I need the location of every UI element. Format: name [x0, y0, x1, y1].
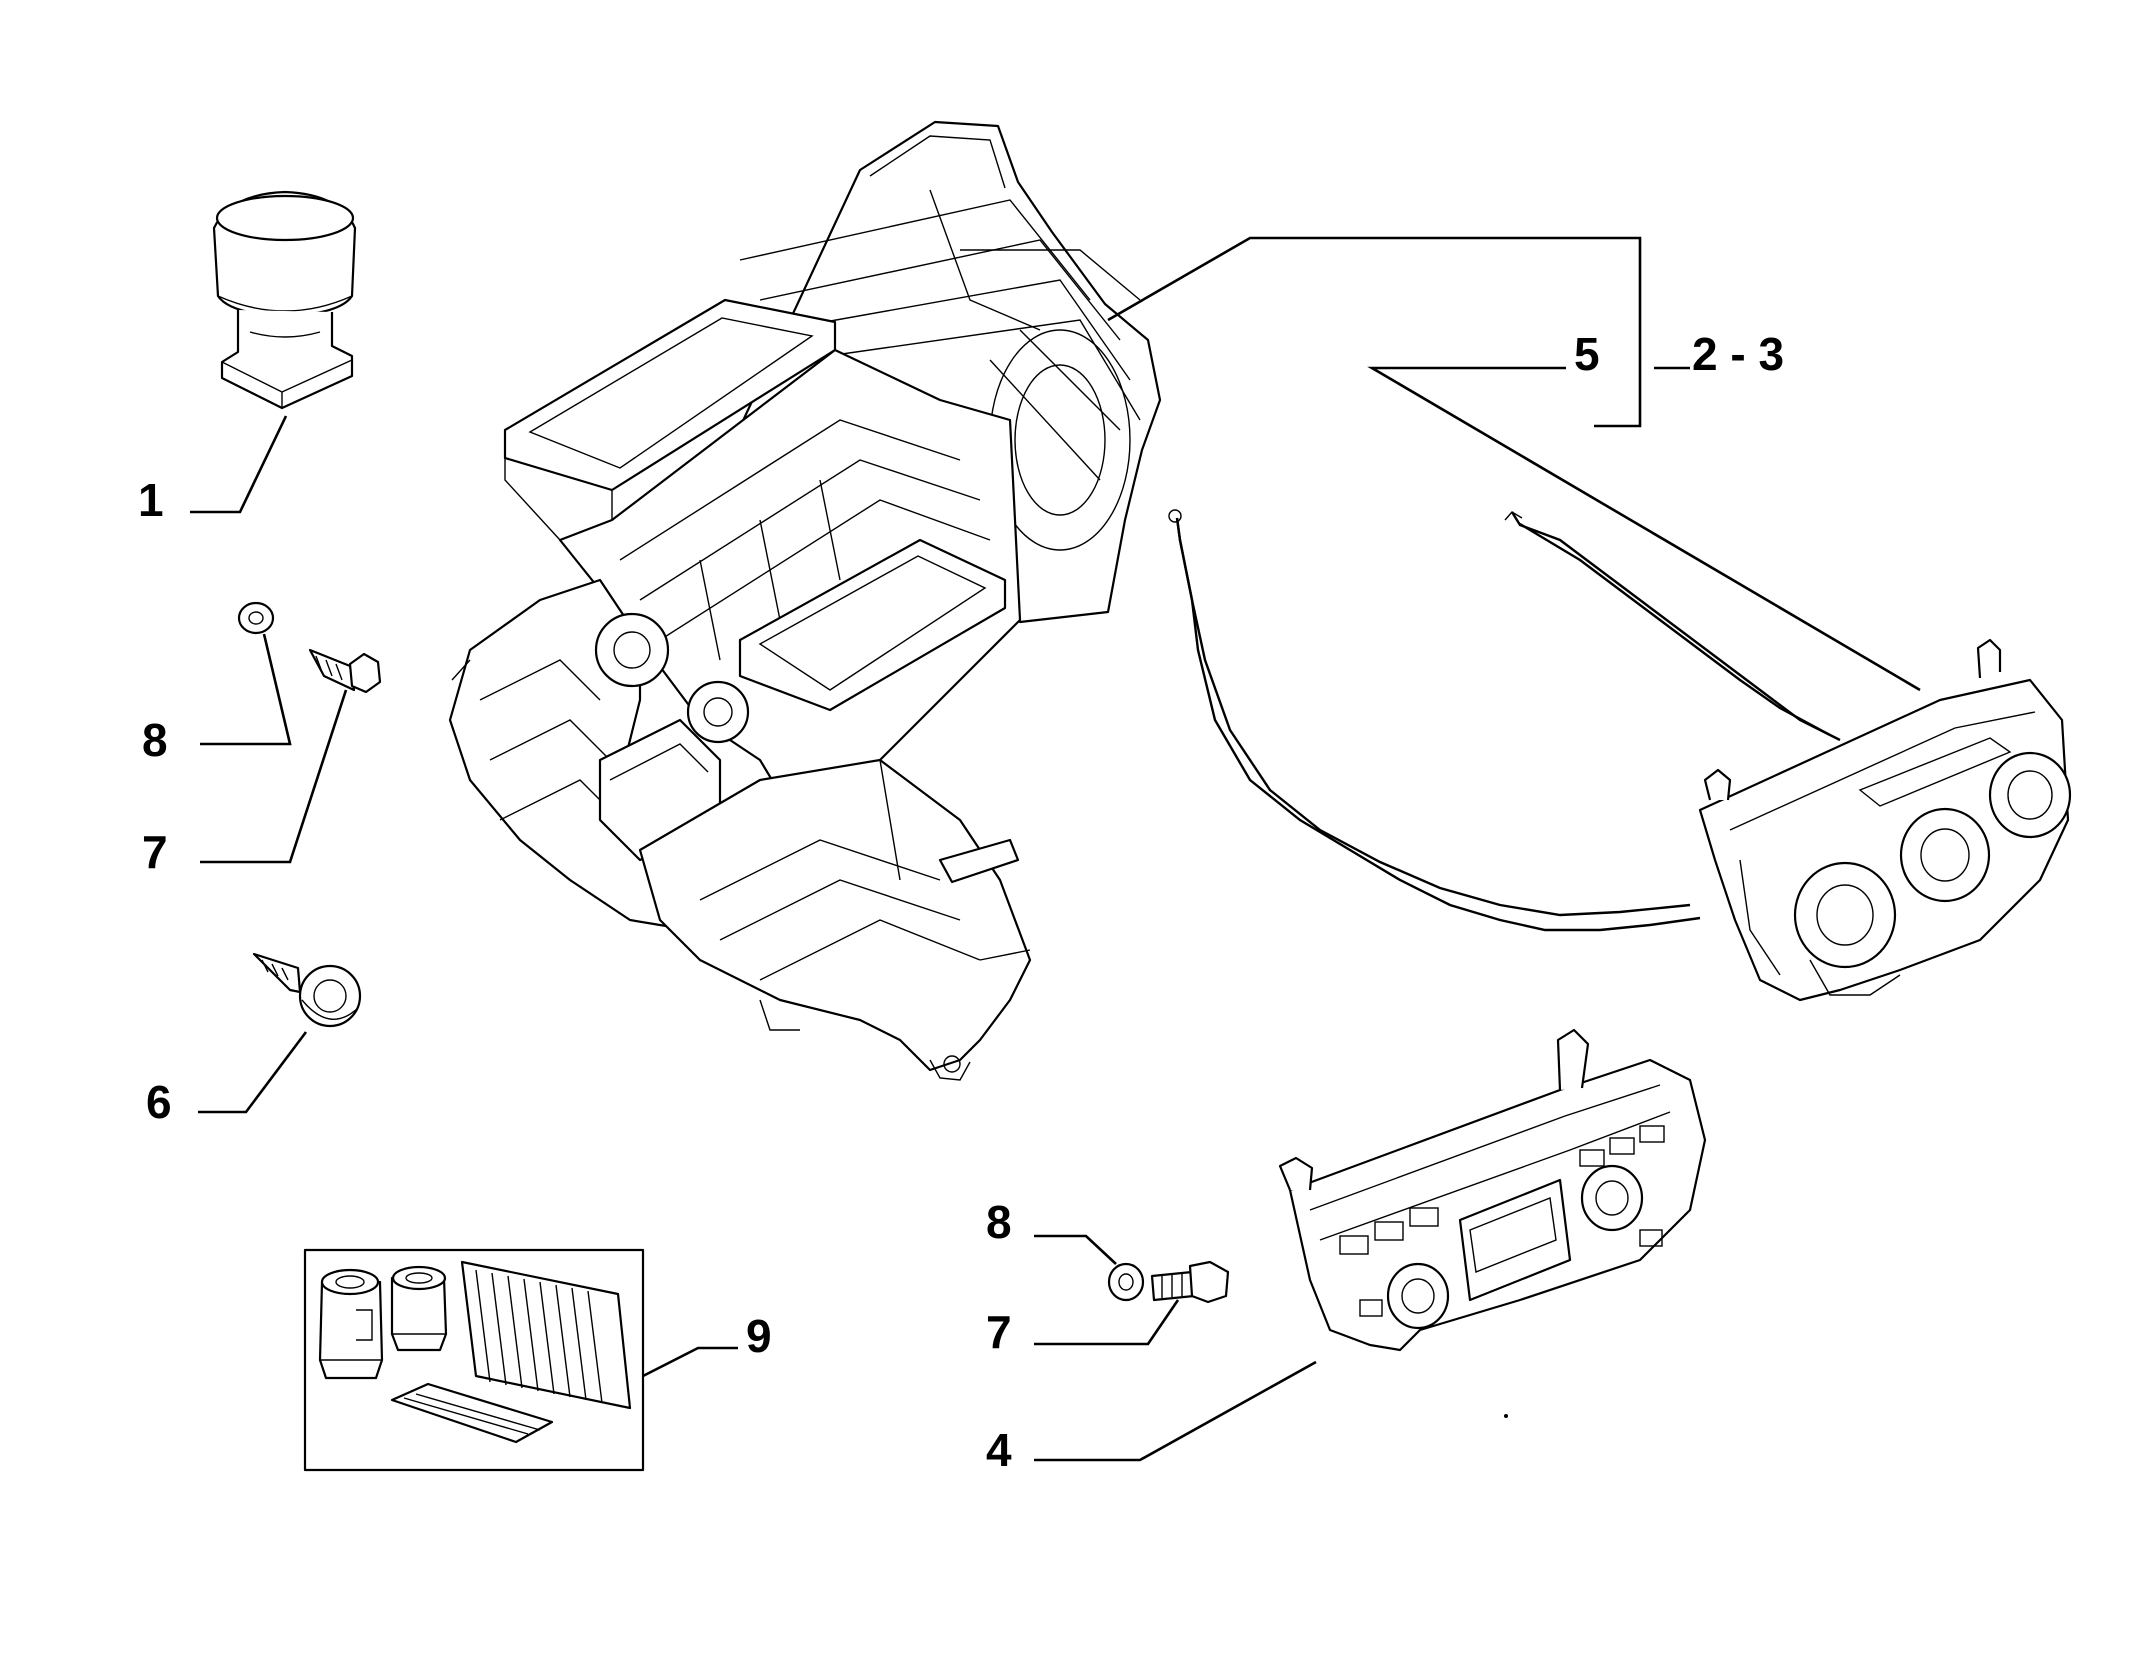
callout-2-3: 2 - 3 [1692, 328, 1784, 380]
manual-control-panel [1698, 638, 2072, 1002]
callout-7-lower: 7 [986, 1306, 1012, 1358]
control-cables [1168, 509, 1841, 932]
leader-9 [642, 1346, 738, 1378]
leader-5-to-hvac [1107, 236, 1642, 428]
leader-1 [190, 415, 288, 514]
callout-5: 5 [1574, 328, 1600, 380]
automatic-control-panel [1278, 1028, 1707, 1352]
leader-8b [1034, 1234, 1117, 1265]
leader-lines [190, 236, 1921, 1462]
callout-4: 4 [986, 1424, 1012, 1476]
filter-kit-box [303, 1248, 645, 1472]
leader-5-to-panel [1367, 366, 1921, 692]
bolt-7-lower [1150, 1260, 1230, 1304]
leader-8a [200, 633, 292, 746]
leader-7b [1034, 1299, 1180, 1346]
callout-1: 1 [138, 474, 164, 526]
callout-labels: 1 8 7 6 5 2 - 3 8 7 4 9 [138, 328, 1784, 1476]
part-1-cap [212, 190, 357, 410]
washer-8-upper [237, 601, 275, 635]
stray-dot [1504, 1414, 1508, 1418]
washer-8-lower [1107, 1262, 1145, 1302]
screw-6 [252, 952, 362, 1028]
callout-7-upper: 7 [142, 826, 168, 878]
hvac-unit-main [448, 120, 1162, 1081]
callout-8-lower: 8 [986, 1196, 1012, 1248]
bolt-7-upper [308, 648, 382, 694]
callout-9: 9 [746, 1310, 772, 1362]
leader-4 [1034, 1360, 1317, 1462]
leader-7a [200, 689, 348, 864]
callout-6: 6 [146, 1076, 172, 1128]
leader-6 [198, 1031, 308, 1114]
callout-8-upper: 8 [142, 714, 168, 766]
